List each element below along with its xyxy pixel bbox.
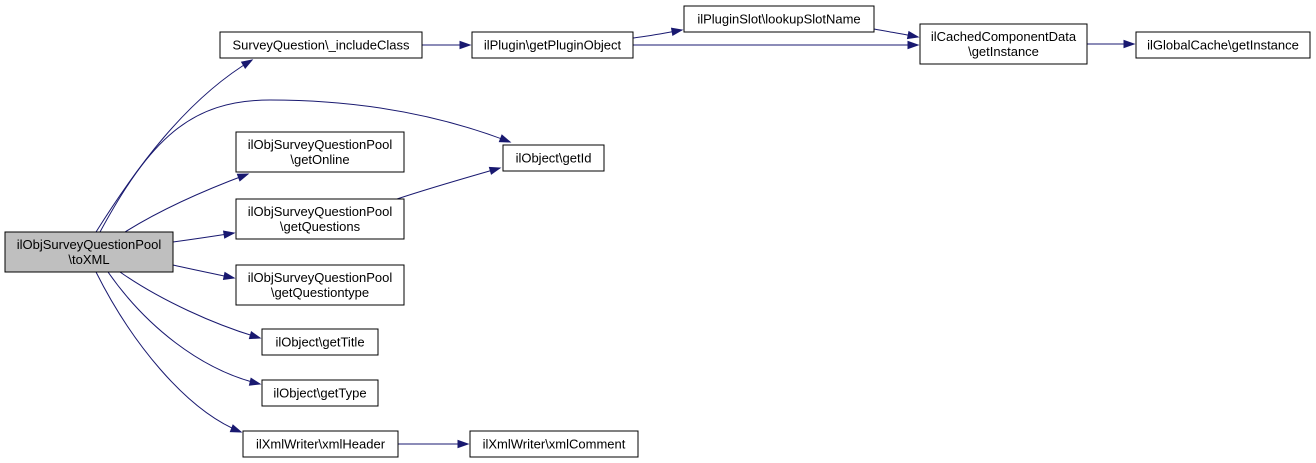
edge-toxml-to-get_title [119,271,262,340]
edge-arrowhead [907,40,920,50]
edge-line [95,59,253,233]
edge-line [99,99,511,233]
edge-arrowhead [248,331,262,340]
node-label-line: \toXML [68,252,109,267]
edge-arrowhead [222,230,236,239]
edge-line [107,271,261,385]
node-box [471,31,634,59]
node-label-line: ilObject\getTitle [275,335,364,350]
edge-arrowhead [248,377,262,386]
node-label-line: ilObjSurveyQuestionPool [248,270,393,285]
edge-line [95,271,242,433]
nodes-layer: ilObjSurveyQuestionPool\toXMLSurveyQuest… [4,5,1311,458]
node-xml-header[interactable]: ilXmlWriter\xmlHeader [242,430,399,458]
node-include-class[interactable]: SurveyQuestion\_includeClass [219,31,423,59]
edge-line [396,167,501,200]
node-box [683,5,875,33]
node-label-line: ilXmlWriter\xmlComment [483,437,626,452]
node-box [919,23,1088,65]
edge-get_questions-to-get_id [396,166,502,200]
edge-cached_get_instance-to-global_cache_get_instance [1087,39,1136,49]
node-get-id[interactable]: ilObject\getId [502,144,605,172]
node-label-line: ilGlobalCache\getInstance [1147,38,1299,53]
edge-lookup_slot_name-to-cached_get_instance [873,28,920,40]
node-box [242,430,399,458]
edge-arrowhead [488,166,502,175]
node-label-line: SurveyQuestion\_includeClass [232,38,410,53]
node-box [219,31,423,59]
edge-line [124,173,249,233]
node-box [502,144,605,172]
node-label-line: ilObjSurveyQuestionPool [17,237,162,252]
node-get-type[interactable]: ilObject\getType [261,379,379,407]
node-label-line: \getOnline [290,152,349,167]
node-label-line: ilObject\getId [516,151,592,166]
edge-arrowhead [670,27,684,36]
edge-get_plugin_object-to-lookup_slot_name [632,27,684,39]
node-box [261,328,379,356]
edge-arrowhead [236,173,250,182]
edge-toxml-to-xml_header [95,271,243,433]
node-box [235,131,405,173]
node-xml-comment[interactable]: ilXmlWriter\xmlComment [469,430,639,458]
edge-arrowhead [229,424,243,433]
node-box [235,198,405,240]
node-global-cache-get-instance[interactable]: ilGlobalCache\getInstance [1135,31,1311,59]
node-box [261,379,379,407]
node-box [1135,31,1311,59]
node-label-line: \getQuestiontype [271,285,369,300]
node-box [469,430,639,458]
node-label-line: ilObjSurveyQuestionPool [248,204,393,219]
edge-arrowhead [498,134,512,143]
edge-toxml-to-get_online [124,173,250,233]
node-get-title[interactable]: ilObject\getTitle [261,328,379,356]
edge-toxml-to-get_questions [172,230,236,243]
node-get-plugin-object[interactable]: ilPlugin\getPluginObject [471,31,634,59]
node-label-line: ilObject\getType [273,386,366,401]
node-label-line: ilCachedComponentData [931,29,1077,44]
edges-layer [95,27,1136,449]
node-toxml: ilObjSurveyQuestionPool\toXML [4,231,174,273]
edge-toxml-to-include_class [95,59,254,233]
edge-line [119,271,261,339]
edge-xml_header-to-xml_comment [398,439,470,449]
edge-toxml-to-get_id [99,99,512,233]
edge-arrowhead [222,271,236,280]
node-get-online[interactable]: ilObjSurveyQuestionPool\getOnline [235,131,405,173]
node-label-line: ilXmlWriter\xmlHeader [256,437,386,452]
node-label-line: ilObjSurveyQuestionPool [248,137,393,152]
node-label-line: ilPlugin\getPluginObject [484,38,622,53]
node-label-line: \getInstance [968,44,1039,59]
node-get-questiontype[interactable]: ilObjSurveyQuestionPool\getQuestiontype [235,264,405,306]
edge-toxml-to-get_questiontype [172,264,236,280]
node-label-line: \getQuestions [280,219,361,234]
node-get-questions[interactable]: ilObjSurveyQuestionPool\getQuestions [235,198,405,240]
edge-arrowhead [906,30,920,40]
node-box [235,264,405,306]
node-box [4,231,174,273]
node-label-line: ilPluginSlot\lookupSlotName [697,12,860,27]
edge-get_plugin_object-to-cached_get_instance [633,40,920,50]
edge-arrowhead [457,439,470,449]
edge-arrowhead [240,59,254,69]
edge-include_class-to-get_plugin_object [422,40,472,50]
node-lookup-slot-name[interactable]: ilPluginSlot\lookupSlotName [683,5,875,33]
edge-toxml-to-get_type [107,271,262,386]
edge-arrowhead [459,40,472,50]
edge-arrowhead [1123,39,1136,49]
node-cached-get-instance[interactable]: ilCachedComponentData\getInstance [919,23,1088,65]
